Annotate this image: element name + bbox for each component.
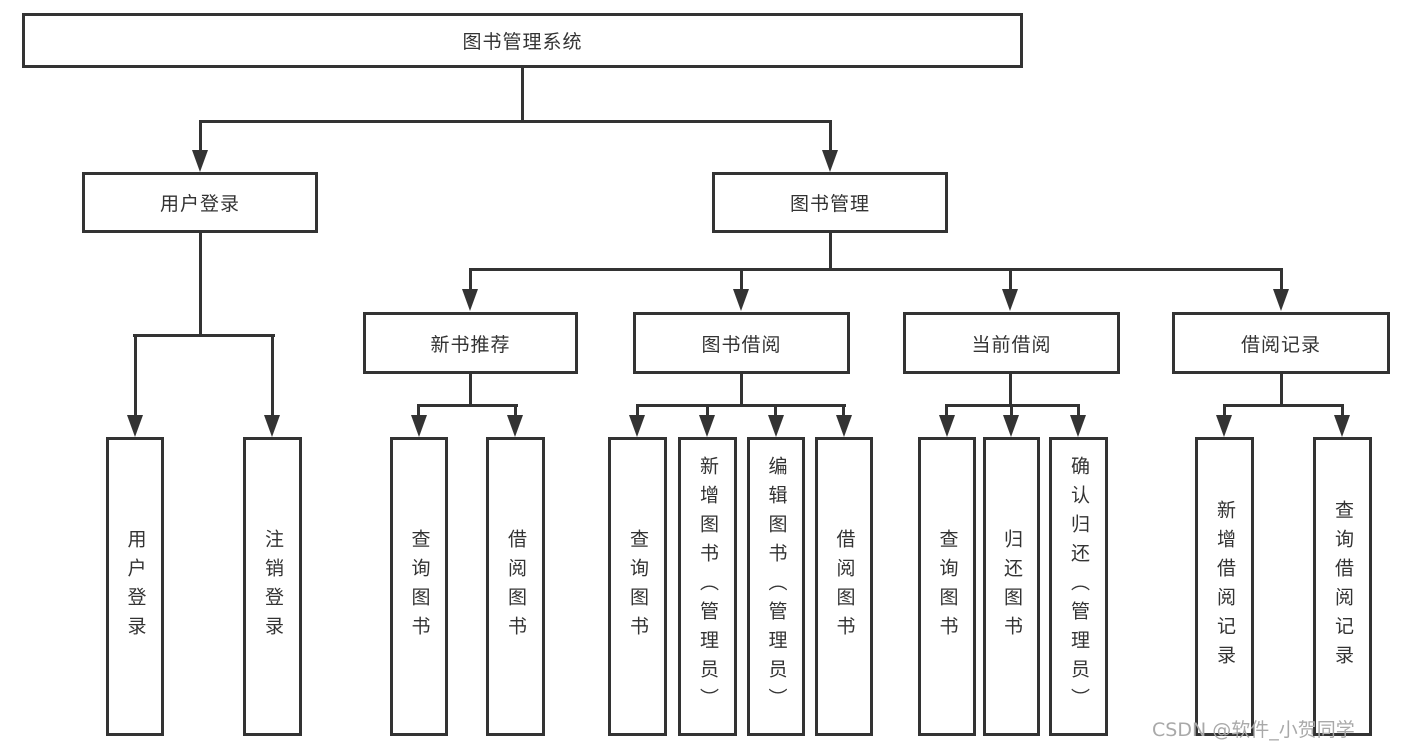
leaf-current-return: 归还图书	[983, 437, 1040, 736]
arrowhead-down-icon	[699, 415, 715, 437]
connector-line	[1077, 404, 1080, 417]
leaf-current-query: 查询图书	[918, 437, 976, 736]
arrowhead-down-icon	[1070, 415, 1086, 437]
connector-line	[521, 68, 524, 121]
connector-line	[945, 404, 948, 417]
node-current-borrowing: 当前借阅	[903, 312, 1120, 374]
leaf-user-login: 用户登录	[106, 437, 164, 736]
connector-line	[417, 404, 518, 407]
arrowhead-down-icon	[822, 150, 838, 172]
arrowhead-down-icon	[462, 289, 478, 311]
arrowhead-down-icon	[768, 415, 784, 437]
leaf-new-books-query: 查询图书	[390, 437, 448, 736]
connector-line	[469, 268, 1283, 271]
arrowhead-down-icon	[836, 415, 852, 437]
node-book-borrowing: 图书借阅	[633, 312, 850, 374]
arrowhead-down-icon	[939, 415, 955, 437]
connector-line	[417, 404, 420, 417]
connector-line	[1009, 374, 1012, 407]
connector-line	[636, 404, 639, 417]
leaf-borrowing-add-admin: 新增图书（管理员）	[678, 437, 737, 736]
connector-line	[774, 404, 777, 417]
arrowhead-down-icon	[1002, 289, 1018, 311]
leaf-logout: 注销登录	[243, 437, 302, 736]
connector-line	[133, 334, 275, 337]
connector-line	[469, 268, 472, 292]
connector-line	[1010, 404, 1013, 417]
leaf-borrowing-borrow: 借阅图书	[815, 437, 873, 736]
connector-line	[740, 268, 743, 292]
arrowhead-down-icon	[507, 415, 523, 437]
connector-line	[199, 120, 202, 153]
connector-line	[636, 404, 846, 407]
leaf-borrowing-edit-admin: 编辑图书（管理员）	[747, 437, 805, 736]
connector-line	[706, 404, 709, 417]
arrowhead-down-icon	[264, 415, 280, 437]
leaf-new-books-borrow: 借阅图书	[486, 437, 545, 736]
csdn-watermark: CSDN @软件_小贺同学	[1152, 719, 1355, 741]
connector-line	[134, 334, 137, 416]
connector-line	[829, 120, 832, 153]
connector-line	[1280, 374, 1283, 407]
arrowhead-down-icon	[733, 289, 749, 311]
node-book-management: 图书管理	[712, 172, 948, 233]
node-borrowing-records: 借阅记录	[1172, 312, 1390, 374]
leaf-current-confirm-admin: 确认归还（管理员）	[1049, 437, 1108, 736]
leaf-records-add: 新增借阅记录	[1195, 437, 1254, 736]
node-user-login: 用户登录	[82, 172, 318, 233]
arrowhead-down-icon	[411, 415, 427, 437]
arrowhead-down-icon	[1334, 415, 1350, 437]
connector-line	[1341, 404, 1344, 417]
node-root: 图书管理系统	[22, 13, 1023, 68]
connector-line	[842, 404, 845, 417]
node-new-book-recommendation: 新书推荐	[363, 312, 578, 374]
arrowhead-down-icon	[127, 415, 143, 437]
connector-line	[1223, 404, 1226, 417]
arrowhead-down-icon	[1216, 415, 1232, 437]
arrowhead-down-icon	[629, 415, 645, 437]
arrowhead-down-icon	[192, 150, 208, 172]
connector-line	[469, 374, 472, 407]
leaf-records-query: 查询借阅记录	[1313, 437, 1372, 736]
arrowhead-down-icon	[1003, 415, 1019, 437]
connector-line	[199, 120, 832, 123]
arrowhead-down-icon	[1273, 289, 1289, 311]
connector-line	[271, 334, 274, 416]
connector-line	[514, 404, 517, 417]
connector-line	[1009, 268, 1012, 292]
connector-line	[1280, 268, 1283, 292]
connector-line	[740, 374, 743, 407]
connector-line	[1223, 404, 1344, 407]
connector-line	[199, 233, 202, 337]
connector-line	[829, 233, 832, 271]
leaf-borrowing-query: 查询图书	[608, 437, 667, 736]
